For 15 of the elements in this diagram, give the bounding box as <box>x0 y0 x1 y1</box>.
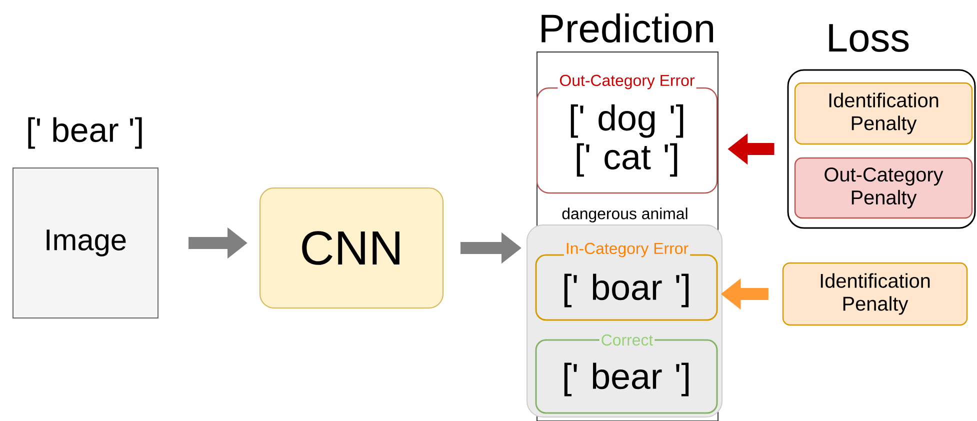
label-text: Identification Penalty <box>820 273 930 315</box>
prediction-text: [' dog '] [' cat '] <box>570 104 684 177</box>
prediction-text: [' bear '] <box>564 362 689 396</box>
label-text: Out-Category Penalty <box>824 168 944 208</box>
label-text: Identification Penalty <box>829 92 938 134</box>
image-label: [' bear '] <box>28 117 142 149</box>
label-text: CNN <box>302 231 400 265</box>
prediction-text: [' boar '] <box>564 274 689 308</box>
box-heading: Correct <box>599 332 655 348</box>
group-label: dangerous animal <box>560 206 690 224</box>
heading: Loss <box>829 24 909 52</box>
label-text: Image <box>46 230 126 256</box>
box-heading: Out-Category Error <box>558 73 696 91</box>
heading: Prediction <box>542 13 713 43</box>
box-heading: In-Category Error <box>564 241 690 259</box>
